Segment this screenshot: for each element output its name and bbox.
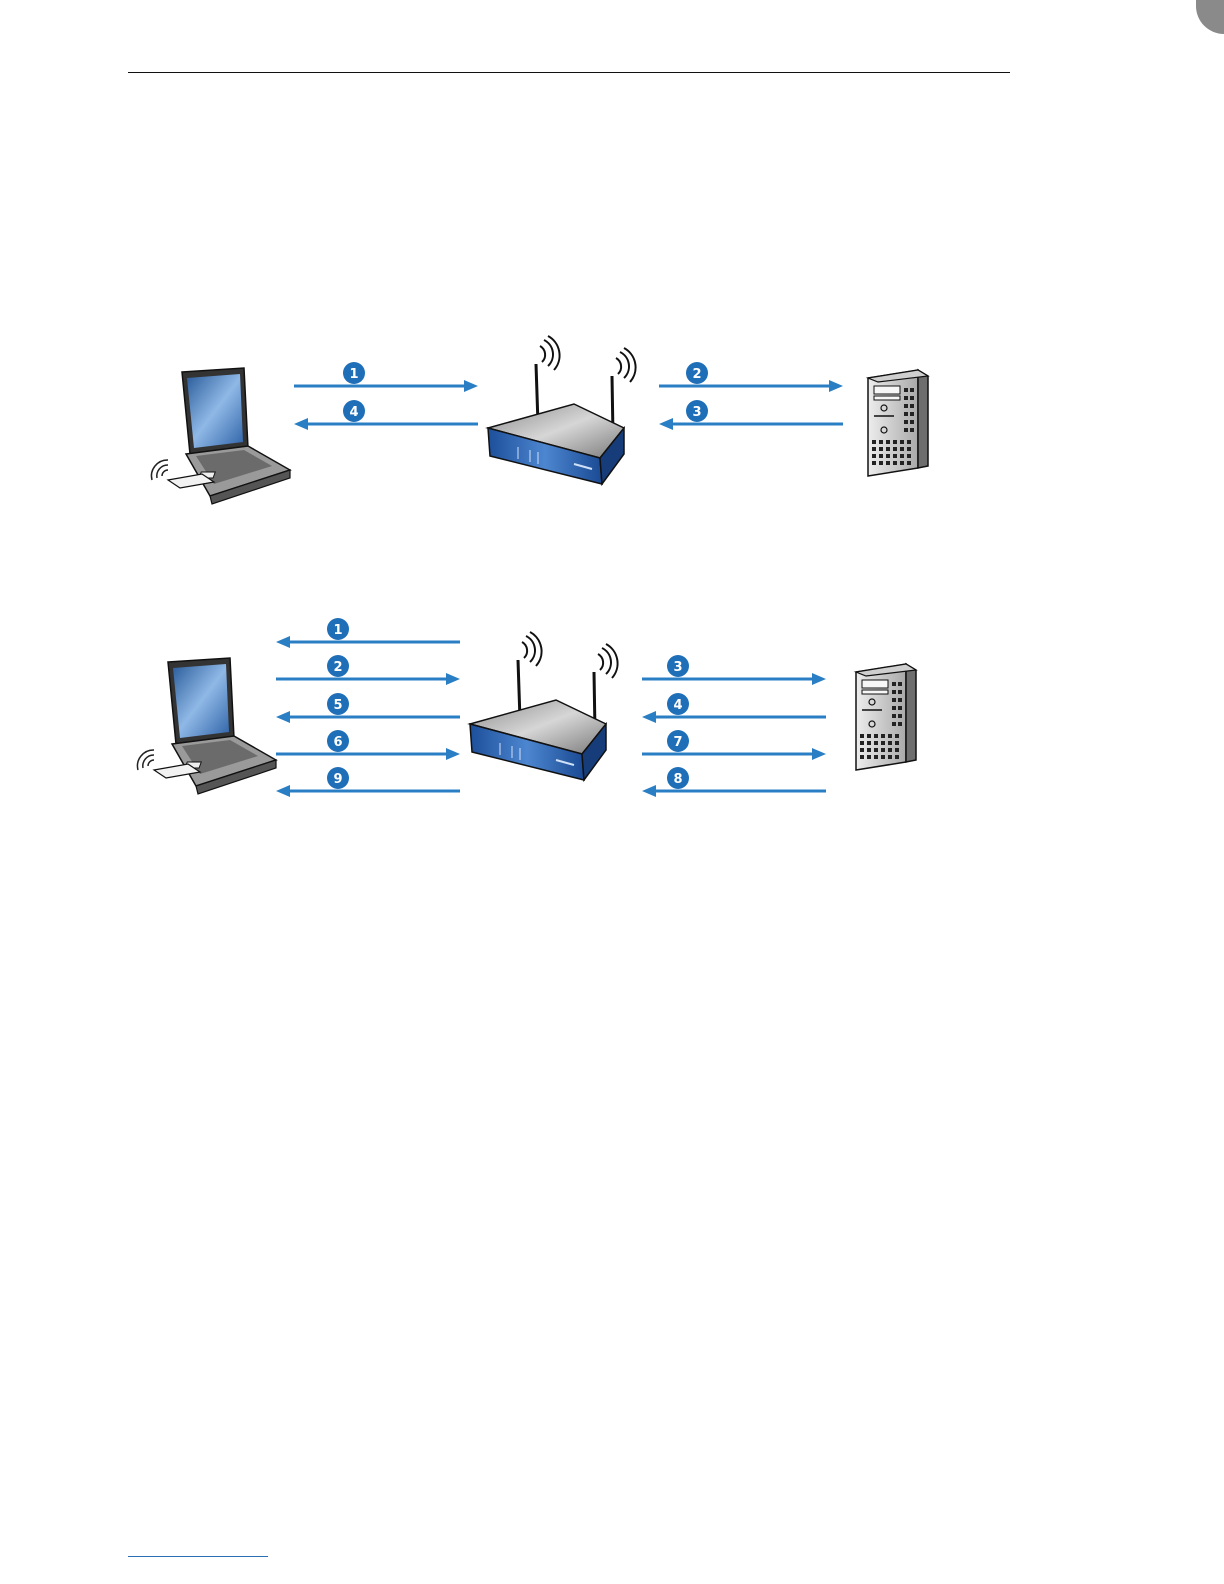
arrow-left-head <box>276 711 290 723</box>
step-number: 1 <box>333 623 342 638</box>
step-number: 6 <box>333 735 342 750</box>
arrow-left-head <box>276 785 290 797</box>
laptop-wifi-icon <box>137 658 276 794</box>
server-tower-icon <box>856 664 916 770</box>
arrow-left-head <box>642 785 656 797</box>
step-number: 8 <box>673 772 682 787</box>
arrow-right-head <box>446 673 460 685</box>
arrow-right-head <box>464 380 478 392</box>
step-number: 3 <box>673 660 682 675</box>
step-number: 2 <box>333 660 342 675</box>
step-number: 4 <box>349 405 358 420</box>
server-tower-icon <box>868 370 928 476</box>
laptop-wifi-icon <box>151 368 290 504</box>
wlan-router-icon <box>488 336 636 484</box>
arrow-left-head <box>276 636 290 648</box>
wlan-router-icon <box>470 632 618 780</box>
arrow-right-head <box>829 380 843 392</box>
step-number: 2 <box>692 367 701 382</box>
arrow-left-head <box>294 418 308 430</box>
step-number: 4 <box>673 698 682 713</box>
arrow-left-head <box>642 711 656 723</box>
arrow-right-head <box>812 673 826 685</box>
step-number: 9 <box>333 772 342 787</box>
step-number: 3 <box>692 405 701 420</box>
arrow-right-head <box>812 748 826 760</box>
step-number: 1 <box>349 367 358 382</box>
step-number: 7 <box>673 735 682 750</box>
step-number: 5 <box>333 698 342 713</box>
arrow-left-head <box>659 418 673 430</box>
arrow-right-head <box>446 748 460 760</box>
